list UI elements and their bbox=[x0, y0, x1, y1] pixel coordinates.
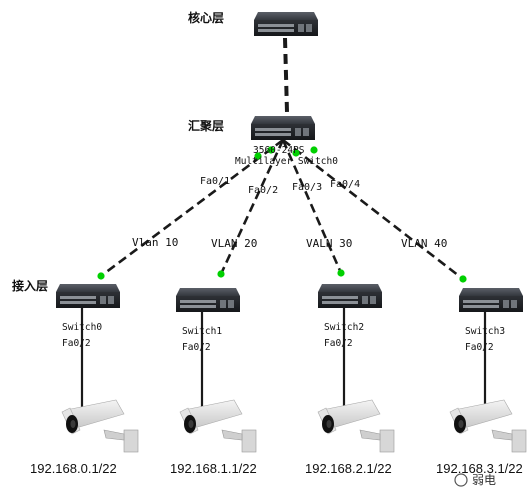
core-layer-label: 核心层 bbox=[188, 10, 224, 25]
uplink-1 bbox=[100, 138, 284, 278]
link-light-4 bbox=[459, 275, 467, 283]
uplink-3 bbox=[281, 139, 343, 274]
core-switch[interactable] bbox=[254, 12, 318, 36]
agg-port-label-4: Fa0/4 bbox=[330, 179, 360, 190]
agg-light-3 bbox=[292, 149, 300, 157]
access-port-label-3: Fa0/2 bbox=[324, 338, 353, 349]
camera-ip-label-4: 192.168.3.1/22 bbox=[436, 461, 523, 476]
access-switch-name-1: Switch0 bbox=[62, 322, 102, 333]
vlan-label-4: VLAN 40 bbox=[401, 237, 447, 250]
access-port-label-2: Fa0/2 bbox=[182, 342, 211, 353]
camera-ip-label-3: 192.168.2.1/22 bbox=[305, 461, 392, 476]
camera-ip-label-1: 192.168.0.1/22 bbox=[30, 461, 117, 476]
uplink-2 bbox=[219, 139, 285, 275]
access-switch-name-4: Switch3 bbox=[465, 326, 505, 337]
access-switch-4[interactable] bbox=[459, 288, 523, 312]
core-aggregation-link bbox=[283, 37, 289, 113]
link-light-2 bbox=[217, 270, 225, 278]
agg-port-label-3: Fa0/3 bbox=[292, 182, 322, 193]
vlan-label-3: VALN 30 bbox=[306, 237, 352, 250]
aggregation-layer-label: 汇聚层 bbox=[188, 119, 224, 133]
multilayer-name-label: Multilayer Switch0 bbox=[235, 156, 338, 167]
agg-light-4 bbox=[310, 146, 318, 154]
agg-light-1 bbox=[254, 152, 262, 160]
agg-port-label-1: Fa0/1 bbox=[200, 176, 230, 187]
camera-2 bbox=[179, 399, 257, 453]
link-light-3 bbox=[337, 269, 345, 277]
aggregation-multilayer-switch[interactable] bbox=[251, 116, 315, 140]
agg-light-2 bbox=[267, 146, 275, 154]
access-layer-label: 接入层 bbox=[12, 278, 48, 293]
access-switch-name-2: Switch1 bbox=[182, 326, 222, 337]
access-switch-name-3: Switch2 bbox=[324, 322, 364, 333]
multilayer-model-label: 3560-24PS bbox=[253, 145, 305, 156]
uplink-4 bbox=[282, 138, 464, 281]
access-port-label-4: Fa0/2 bbox=[465, 342, 494, 353]
watermark-text: 弱电 bbox=[472, 473, 496, 487]
access-switch-3[interactable] bbox=[318, 284, 382, 308]
access-port-label-1: Fa0/2 bbox=[62, 338, 91, 349]
watermark-logo bbox=[454, 473, 468, 487]
camera-4 bbox=[449, 399, 527, 453]
link-light-1 bbox=[97, 272, 105, 280]
vlan-label-2: VLAN 20 bbox=[211, 237, 257, 250]
camera-3 bbox=[317, 399, 395, 453]
vlan-label-1: Vlan 10 bbox=[132, 236, 178, 249]
camera-ip-label-2: 192.168.1.1/22 bbox=[170, 461, 257, 476]
access-switch-1[interactable] bbox=[56, 284, 120, 308]
agg-port-label-2: Fa0/2 bbox=[248, 185, 278, 196]
camera-1 bbox=[61, 399, 139, 453]
access-switch-2[interactable] bbox=[176, 288, 240, 312]
